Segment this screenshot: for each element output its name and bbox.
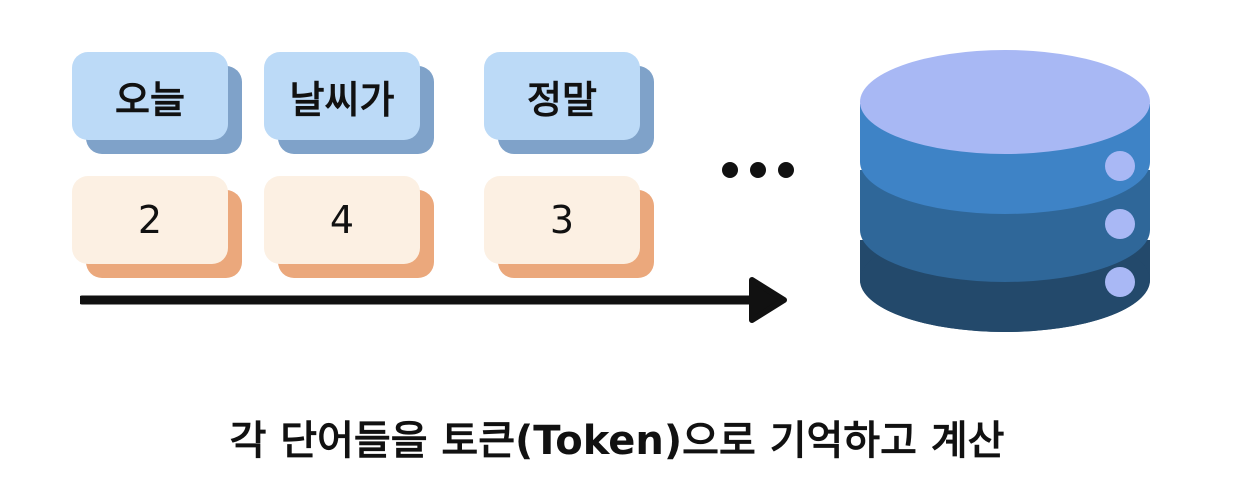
token-word-label: 정말: [484, 52, 640, 140]
token-word-label: 날씨가: [264, 52, 420, 140]
caption: 각 단어들을 토큰(Token)으로 기억하고 계산: [229, 418, 1005, 464]
dot: [722, 162, 738, 178]
token-word-label: 오늘: [72, 52, 228, 140]
right-arrow-icon: [80, 277, 787, 323]
dot: [750, 162, 766, 178]
token-word-card: 날씨가: [264, 52, 434, 154]
database-icon: [860, 50, 1150, 332]
ellipsis-dots: [722, 162, 794, 178]
token-word-card: 정말: [484, 52, 654, 154]
token-id-card: 4: [264, 176, 434, 278]
token-id-card: 2: [72, 176, 242, 278]
token-id-label: 2: [72, 176, 228, 264]
token-word-card: 오늘: [72, 52, 242, 154]
token-id-card: 3: [484, 176, 654, 278]
dot: [778, 162, 794, 178]
token-id-label: 4: [264, 176, 420, 264]
token-id-label: 3: [484, 176, 640, 264]
